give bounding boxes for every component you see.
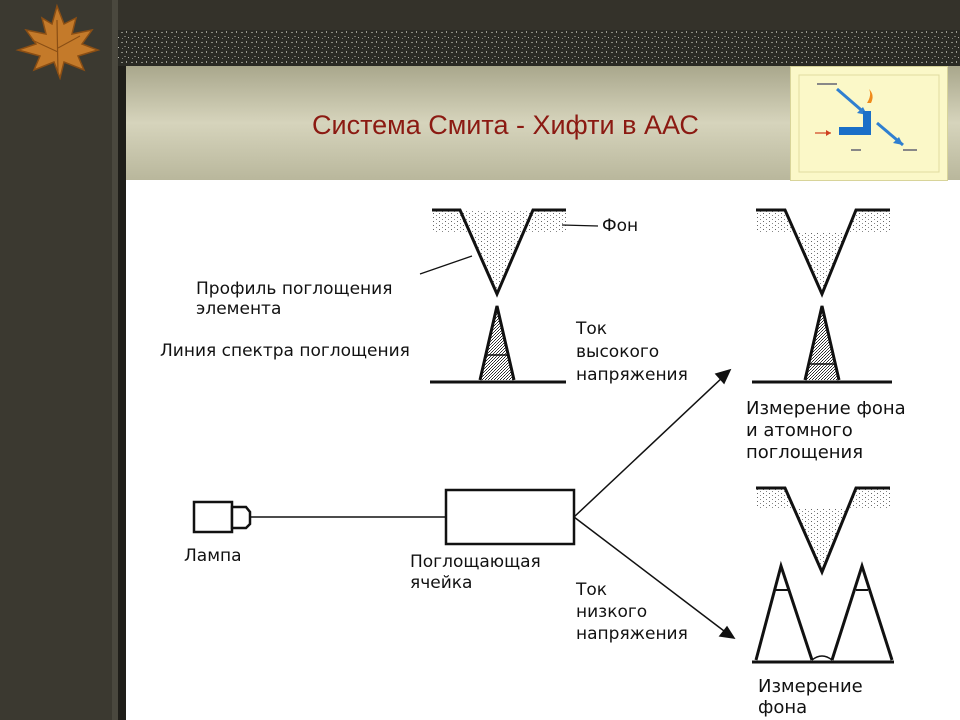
label-high-current-1: Ток — [576, 319, 608, 339]
label-high-current-2: высокого — [576, 342, 660, 362]
lamp-icon — [192, 500, 252, 534]
profile-bottom-right — [752, 486, 894, 664]
arrow-low-current — [573, 516, 736, 639]
profile-leader-line — [419, 255, 473, 275]
top-texture-strip — [118, 30, 960, 66]
maple-leaf-icon — [15, 3, 101, 80]
label-measure-bg-atomic-2: и атомного — [746, 420, 853, 441]
label-measure-bg-2: фона — [758, 697, 808, 718]
label-absorbing-cell-2: ячейка — [410, 573, 473, 593]
label-absorption-line: Линия спектра поглощения — [160, 341, 410, 361]
profile-top-left — [430, 208, 566, 384]
label-absorption-profile-1: Профиль поглощения — [196, 279, 393, 299]
absorbing-cell-box — [444, 488, 576, 546]
label-lamp: Лампа — [184, 546, 242, 566]
label-low-current-1: Ток — [576, 580, 608, 600]
label-measure-bg-atomic-3: поглощения — [746, 442, 864, 463]
left-column — [0, 0, 118, 720]
label-measure-bg-1: Измерение — [758, 676, 863, 697]
label-background: Фон — [602, 216, 639, 236]
slide-title: Система Смита - Хифти в ААС — [312, 110, 699, 140]
label-absorbing-cell-1: Поглощающая — [410, 552, 541, 572]
label-high-current-3: напряжения — [576, 365, 688, 385]
label-absorption-profile-2: элемента — [196, 299, 282, 319]
label-measure-bg-atomic-1: Измерение фона — [746, 398, 906, 419]
arrow-high-current — [573, 368, 732, 518]
thumbnail-diagram-icon — [798, 74, 940, 173]
profile-top-right — [752, 208, 892, 384]
label-low-current-2: низкого — [576, 602, 648, 622]
background-leader-line — [561, 224, 599, 227]
label-low-current-3: напряжения — [576, 624, 688, 644]
scheme-thumbnail — [790, 66, 948, 181]
